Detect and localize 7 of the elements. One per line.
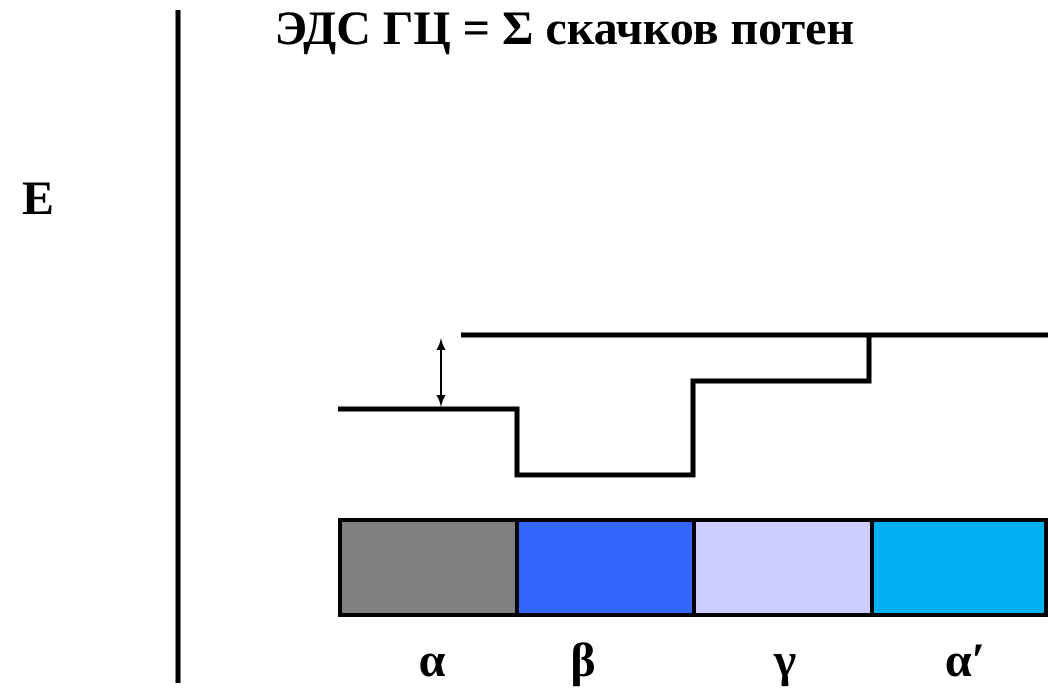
phase-label: α′ <box>946 644 982 677</box>
phase-label: α <box>420 653 445 677</box>
axis-label: E <box>22 182 52 214</box>
phase-box <box>870 518 1048 617</box>
phase-label: γ <box>773 653 796 687</box>
title: ЭДС ГЦ = Σ скачков потен <box>277 12 853 55</box>
phase-label: β <box>573 642 594 687</box>
